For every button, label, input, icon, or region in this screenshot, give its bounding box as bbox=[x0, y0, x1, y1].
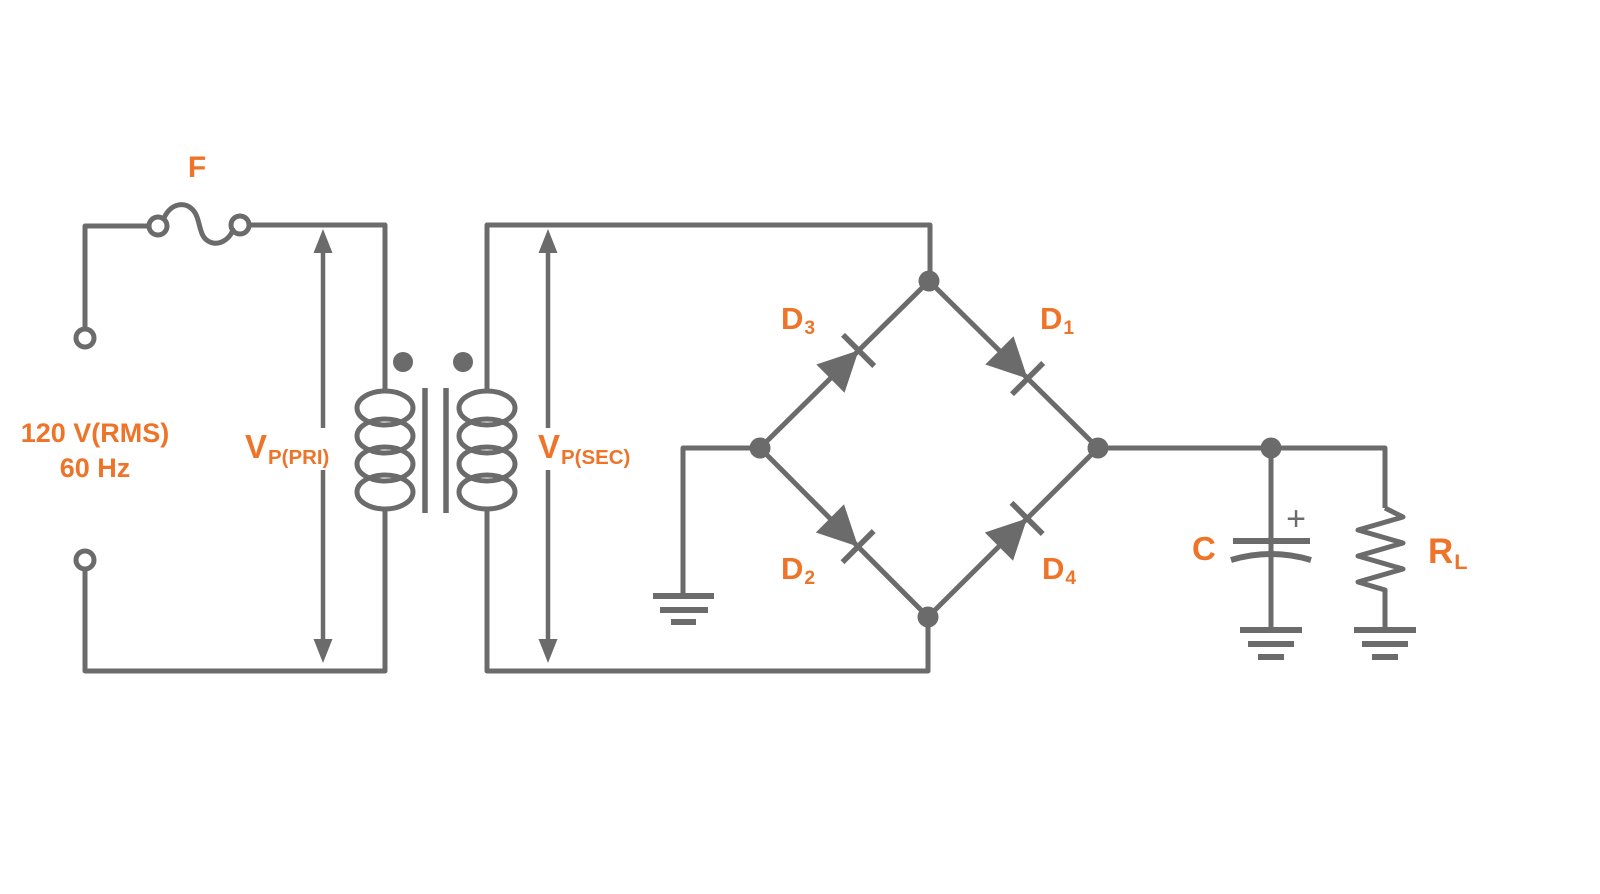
secondary-voltage-label: VP(SEC) bbox=[533, 428, 636, 471]
capacitor-label: C bbox=[1192, 530, 1216, 567]
transformer-core bbox=[422, 388, 449, 513]
ac-source-terminals bbox=[73, 326, 97, 572]
source-frequency-label: 60 Hz bbox=[59, 453, 131, 483]
polarity-dot-secondary bbox=[453, 352, 473, 372]
secondary-winding bbox=[456, 388, 518, 512]
diode-d3-label: D3 bbox=[781, 301, 816, 340]
vpri-arrowhead-down bbox=[313, 639, 333, 663]
diode-d4 bbox=[984, 500, 1045, 561]
fuse-element bbox=[161, 202, 236, 246]
diode-d2 bbox=[815, 504, 876, 565]
diode-d4-cathode-bar bbox=[1009, 500, 1045, 536]
load-resistor-label: RL bbox=[1428, 532, 1468, 575]
bridge-node-top bbox=[918, 270, 940, 292]
source-terminal-bottom bbox=[73, 548, 97, 572]
diode-d2-cathode-bar bbox=[840, 529, 876, 565]
wire-fuse-to-transformer bbox=[249, 222, 388, 392]
polarity-dots bbox=[393, 352, 473, 372]
wire-output bbox=[1098, 445, 1388, 508]
load-resistor bbox=[1354, 505, 1416, 660]
secondary-voltage-sub: P(SEC) bbox=[561, 445, 631, 469]
bridge-ground bbox=[653, 445, 760, 625]
primary-winding bbox=[354, 388, 416, 512]
ground-symbol-load bbox=[1354, 627, 1416, 660]
primary-voltage-sub: P(PRI) bbox=[268, 445, 330, 469]
diode-d1-label: D1 bbox=[1040, 301, 1075, 340]
bridge-node-bottom bbox=[917, 606, 939, 628]
wire-top-left bbox=[82, 223, 148, 329]
diode-d1-cathode-bar bbox=[1010, 361, 1046, 397]
diode-d1 bbox=[985, 336, 1046, 397]
primary-voltage-label: VP(PRI) bbox=[240, 428, 335, 471]
diode-d2-triangle bbox=[815, 504, 859, 547]
fuse-cap-right bbox=[228, 213, 252, 237]
diode-d4-label: D4 bbox=[1042, 551, 1077, 590]
diode-d3 bbox=[816, 332, 877, 393]
primary-voltage-base: V bbox=[245, 428, 268, 465]
capacitor-polarity-sign: + bbox=[1286, 500, 1306, 538]
diode-d2-label: D2 bbox=[781, 551, 816, 590]
wire-bridge-to-ground bbox=[680, 445, 760, 596]
vsec-arrowhead-up bbox=[538, 229, 558, 253]
diode-d1-triangle bbox=[985, 336, 1028, 379]
vpri-arrowhead-up bbox=[313, 229, 333, 253]
wire-top-secondary bbox=[484, 222, 933, 392]
polarity-dot-primary bbox=[393, 352, 413, 372]
source-voltage-label: 120 V(RMS) bbox=[20, 418, 170, 448]
fuse bbox=[146, 202, 252, 246]
transformer bbox=[354, 352, 518, 513]
primary-loop-wires bbox=[82, 222, 388, 674]
source-terminal-top bbox=[73, 326, 97, 350]
capacitor-plate-curved bbox=[1230, 551, 1312, 563]
ground-symbol-bridge bbox=[653, 593, 714, 625]
output-junction-dot bbox=[1260, 437, 1282, 459]
diode-d3-cathode-bar bbox=[841, 332, 877, 368]
capacitor bbox=[1230, 538, 1312, 660]
fuse-cap-left bbox=[146, 214, 170, 238]
resistor-zigzag bbox=[1355, 505, 1406, 630]
fuse-label: F bbox=[187, 151, 207, 184]
wire-bottom-secondary bbox=[484, 508, 931, 674]
secondary-voltage-base: V bbox=[538, 428, 561, 465]
wire-bottom-left bbox=[82, 508, 388, 674]
bridge-rectifier bbox=[749, 270, 1109, 628]
vsec-arrowhead-down bbox=[538, 639, 558, 663]
ground-symbol-capacitor bbox=[1240, 627, 1302, 660]
diode-d4-triangle bbox=[984, 518, 1028, 561]
diode-d3-triangle bbox=[816, 350, 859, 393]
secondary-loop-wires bbox=[484, 222, 933, 674]
